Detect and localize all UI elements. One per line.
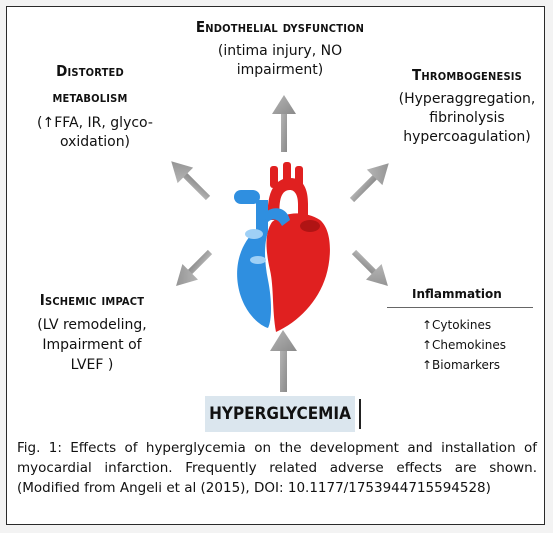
metabolism-desc-line1: (↑FFA, IR, glyco- (20, 114, 170, 133)
hyperglycemia-label: HYPERGLYCEMIA (205, 396, 355, 432)
thrombogenesis-title: Thrombogenesis (392, 66, 542, 84)
metabolism-title-line1: Distorted (20, 62, 160, 80)
thrombogenesis-desc-line3: hypercoagulation) (392, 128, 542, 147)
arrow-upper-left (163, 153, 215, 205)
arrow-up (272, 95, 296, 152)
inflammation-title: Inflammation (412, 287, 502, 301)
inflammation-item-biomarkers: ↑Biomarkers (422, 358, 500, 372)
metabolism-title-line2: metabolism (20, 88, 160, 106)
text-cursor-bar (359, 399, 361, 429)
arrow-hyperglycemia-up (270, 330, 297, 392)
ischemic-desc-line1: (LV remodeling, (22, 316, 162, 335)
thrombogenesis-desc-line1: (Hyperaggregation, (392, 90, 542, 109)
figure-caption: Fig. 1: Effects of hyperglycemia on the … (17, 438, 537, 498)
inflammation-item-chemokines: ↑Chemokines (422, 338, 506, 352)
arrow-lower-left (168, 244, 217, 293)
endothelial-desc-line2: impairment) (150, 61, 410, 80)
inflammation-item-cytokines: ↑Cytokines (422, 318, 491, 332)
heart-illustration (228, 160, 338, 335)
arrow-upper-right (344, 155, 396, 207)
thrombogenesis-desc-line2: fibrinolysis (392, 109, 542, 128)
ischemic-desc-line3: LVEF ) (22, 356, 162, 375)
endothelial-desc-line1: (intima injury, NO (150, 42, 410, 61)
arrow-lower-right (346, 244, 395, 293)
ischemic-title: Ischemic impact (22, 291, 162, 309)
metabolism-desc-line2: oxidation) (20, 133, 170, 152)
endothelial-title: Endothelial dysfunction (150, 18, 410, 36)
ischemic-desc-line2: Impairment of (22, 336, 162, 355)
inflammation-divider (387, 307, 533, 308)
